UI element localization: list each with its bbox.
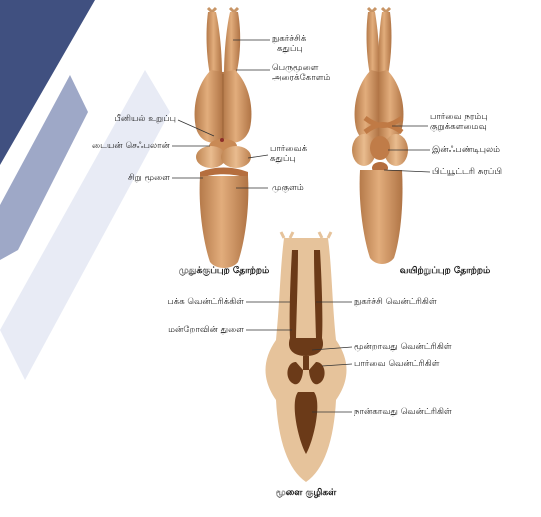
label-foramen-monro: மன்றோவின் துளை xyxy=(110,325,244,335)
label-pineal-body: பீனியல் உறுப்பு xyxy=(88,114,176,124)
ventral-view-brain xyxy=(352,8,408,264)
label-optic-chiasma: பார்வை நரம்பு குறுக்களமைவு xyxy=(430,112,488,132)
dorsal-view-brain xyxy=(195,8,252,268)
label-pituitary: பிட்யூட்டரி சுரப்பி xyxy=(432,167,502,177)
caption-ventricles: மூளை குழிகள் xyxy=(206,488,406,499)
label-optic-lobe: பார்வைக் கதுப்பு xyxy=(270,144,307,164)
label-third-ventricle: மூன்றாவது வென்ட்ரிகிள் xyxy=(354,342,452,352)
label-cerebral-hemisphere: பெருமூளை அரைக்கோளம் xyxy=(272,63,330,83)
label-medulla: முகுளம் xyxy=(272,183,304,193)
label-cerebellum: சிறு மூளை xyxy=(92,173,170,183)
caption-ventral-view: வயிற்றுப்புற தோற்றம் xyxy=(345,266,541,277)
caption-dorsal-view: முதுக்குப்புற தோற்றம் xyxy=(124,266,324,277)
watermark xyxy=(0,0,170,380)
label-infundibulum: இன்ஃபண்டிபுலம் xyxy=(432,145,500,155)
label-olfactory-ventricle: நுகர்ச்சி வென்ட்ரிகிள் xyxy=(354,297,437,307)
label-olfactory-lobe: நுகர்ச்சிக் கதுப்பு xyxy=(272,34,306,54)
label-optic-ventricle: பார்வை வென்ட்ரிகிள் xyxy=(354,359,440,369)
label-fourth-ventricle: நான்காவது வென்ட்ரிகிள் xyxy=(354,407,452,417)
label-lateral-ventricles: பக்க வென்ட்ரிக்கிள் xyxy=(110,297,244,307)
label-diencephalon: டையன் செஃபலான் xyxy=(72,141,170,151)
